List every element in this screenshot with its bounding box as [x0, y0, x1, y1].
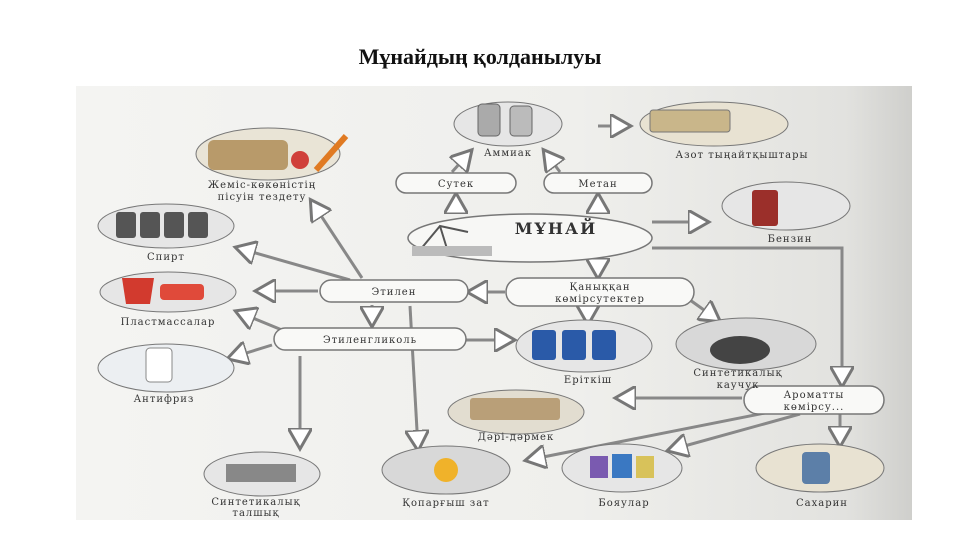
center-label: МҰНАЙ — [515, 217, 597, 238]
hydrogen-label: Сутек — [438, 179, 474, 190]
aromatic-label-2: көмірсу... — [784, 402, 845, 413]
product-solvents: Еріткіш — [516, 320, 652, 386]
fiber-label-2: талшық — [232, 508, 279, 519]
product-plastics: Пластмассалар — [100, 272, 236, 328]
product-rubber: Синтетикалық каучук — [676, 318, 816, 391]
medicine-boxes-icon — [470, 398, 560, 420]
glycol-label: Этиленгликоль — [323, 335, 417, 346]
paint-cans-icon — [590, 454, 654, 478]
bottle-icon — [146, 348, 172, 382]
plastics-label: Пластмассалар — [121, 317, 216, 328]
dyes-label: Бояулар — [598, 498, 649, 509]
fiber-label-1: Синтетикалық — [211, 497, 300, 508]
product-fertilizers: Азот тыңайтқыштары — [640, 102, 809, 161]
product-medicine: Дәрі-дәрмек — [448, 390, 584, 443]
arrow-cracking-rubber — [690, 300, 718, 320]
cracking-label-1: Қаныққан — [569, 282, 630, 293]
arrow-glycol-antifreeze — [230, 345, 272, 358]
explosion-icon — [434, 458, 458, 482]
explosive-label: Қопарғыш зат — [402, 498, 489, 509]
rubber-label-1: Синтетикалық — [693, 368, 782, 379]
tomato-icon — [291, 151, 309, 169]
gasoline-label: Бензин — [768, 234, 813, 245]
fertilizers-label: Азот тыңайтқыштары — [676, 150, 809, 161]
arrow-ethylene-ripening — [312, 202, 362, 278]
milk-can-icon — [478, 104, 500, 136]
product-dyes: Бояулар — [562, 444, 682, 509]
methane-label: Метан — [578, 179, 617, 190]
product-antifreeze: Антифриз — [98, 344, 234, 405]
tire-icon — [710, 336, 770, 364]
product-gasoline: Бензин — [722, 182, 850, 245]
product-explosive: Қопарғыш зат — [382, 446, 510, 509]
bucket-icon — [122, 278, 154, 304]
jar-icon — [802, 452, 830, 484]
saccharin-label: Сахарин — [796, 498, 848, 509]
aromatic-label-1: Ароматты — [784, 390, 845, 401]
arrow-ethylene-alcohol — [238, 248, 350, 280]
antifreeze-label: Антифриз — [134, 394, 195, 405]
product-saccharin: Сахарин — [756, 444, 884, 509]
canisters-icon — [532, 330, 616, 360]
fuel-pump-icon — [752, 190, 778, 226]
arrow-methane-ammonia — [545, 152, 560, 172]
product-ammonia: Аммиак — [454, 102, 562, 159]
alcohol-label: Спирт — [147, 252, 185, 263]
rubber-label-2: каучук — [717, 380, 760, 391]
solvents-label: Еріткіш — [564, 375, 612, 386]
product-alcohol: Спирт — [98, 204, 234, 263]
basket-icon — [208, 140, 288, 170]
arrow-glycol-plastics — [238, 312, 282, 330]
medicine-label: Дәрі-дәрмек — [478, 432, 554, 443]
ripening-label-1: Жеміс-көкөністің — [208, 180, 316, 191]
ammonia-label: Аммиак — [484, 148, 532, 159]
fertilizer-bags-icon — [650, 110, 730, 132]
milk-can-icon-2 — [510, 106, 532, 136]
product-ripening: Жеміс-көкөністің пісуін тездету — [196, 128, 346, 203]
product-fiber: Синтетикалық талшық — [204, 452, 320, 519]
oil-center-node: МҰНАЙ — [408, 214, 652, 262]
arrow-to-ammonia — [452, 152, 470, 172]
ripening-label-2: пісуін тездету — [218, 192, 307, 203]
ethylene-label: Этилен — [372, 287, 417, 298]
factory-icon — [226, 464, 296, 482]
basin-icon — [160, 284, 204, 300]
cracking-label-2: көмірсутектер — [555, 294, 645, 305]
